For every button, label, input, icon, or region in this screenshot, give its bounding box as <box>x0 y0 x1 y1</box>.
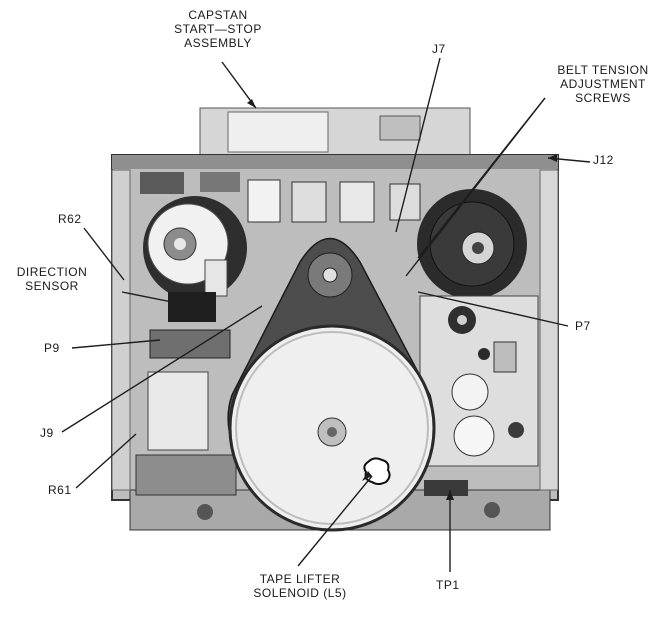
label-j12: J12 <box>593 153 614 167</box>
label-belt-tension-screws: BELT TENSION ADJUSTMENT SCREWS <box>557 63 649 105</box>
right-circuit-board <box>419 295 539 467</box>
capstan-assembly-body <box>227 111 329 153</box>
leader-capstan <box>221 61 257 109</box>
leader-p9 <box>71 339 161 349</box>
lower-knob-right <box>484 502 500 518</box>
label-r62: R62 <box>58 212 82 226</box>
chassis-top-rail <box>112 155 558 169</box>
label-j9: J9 <box>40 426 54 440</box>
capstan-assembly-plate <box>379 115 421 141</box>
chassis-left-rail <box>111 169 131 491</box>
leader-p7 <box>417 291 569 327</box>
leader-belt-tension-2 <box>405 97 546 277</box>
label-r61: R61 <box>48 483 72 497</box>
leader-j9 <box>61 305 263 433</box>
label-j7: J7 <box>432 42 446 56</box>
left-lower-rail <box>135 454 237 496</box>
lower-knob-left <box>197 504 213 520</box>
leader-tape-lifter <box>297 475 373 567</box>
direction-sensor-block <box>168 292 216 322</box>
leader-j7 <box>395 57 441 233</box>
tp1-terminal-block <box>424 480 468 496</box>
leader-r61 <box>75 433 137 489</box>
leader-lines <box>61 57 591 572</box>
label-direction-sensor: DIRECTION SENSOR <box>16 265 88 293</box>
label-tp1: TP1 <box>436 578 460 592</box>
label-capstan-assembly: CAPSTAN START—STOP ASSEMBLY <box>174 8 262 50</box>
right-reel-motor <box>417 189 527 299</box>
chassis-right-rail <box>539 169 559 491</box>
label-p7: P7 <box>575 319 591 333</box>
left-lower-block <box>147 371 209 451</box>
capstan-shaft <box>322 267 338 283</box>
left-reel-motor <box>143 196 247 300</box>
relay-row <box>140 172 421 223</box>
leader-arrowheads <box>247 99 557 500</box>
label-tape-lifter-solenoid: TAPE LIFTER SOLENOID (L5) <box>253 572 347 600</box>
leader-direction-sensor <box>121 291 183 305</box>
flywheel-center <box>327 427 337 437</box>
label-p9: P9 <box>44 341 60 355</box>
leader-r62 <box>83 227 125 281</box>
